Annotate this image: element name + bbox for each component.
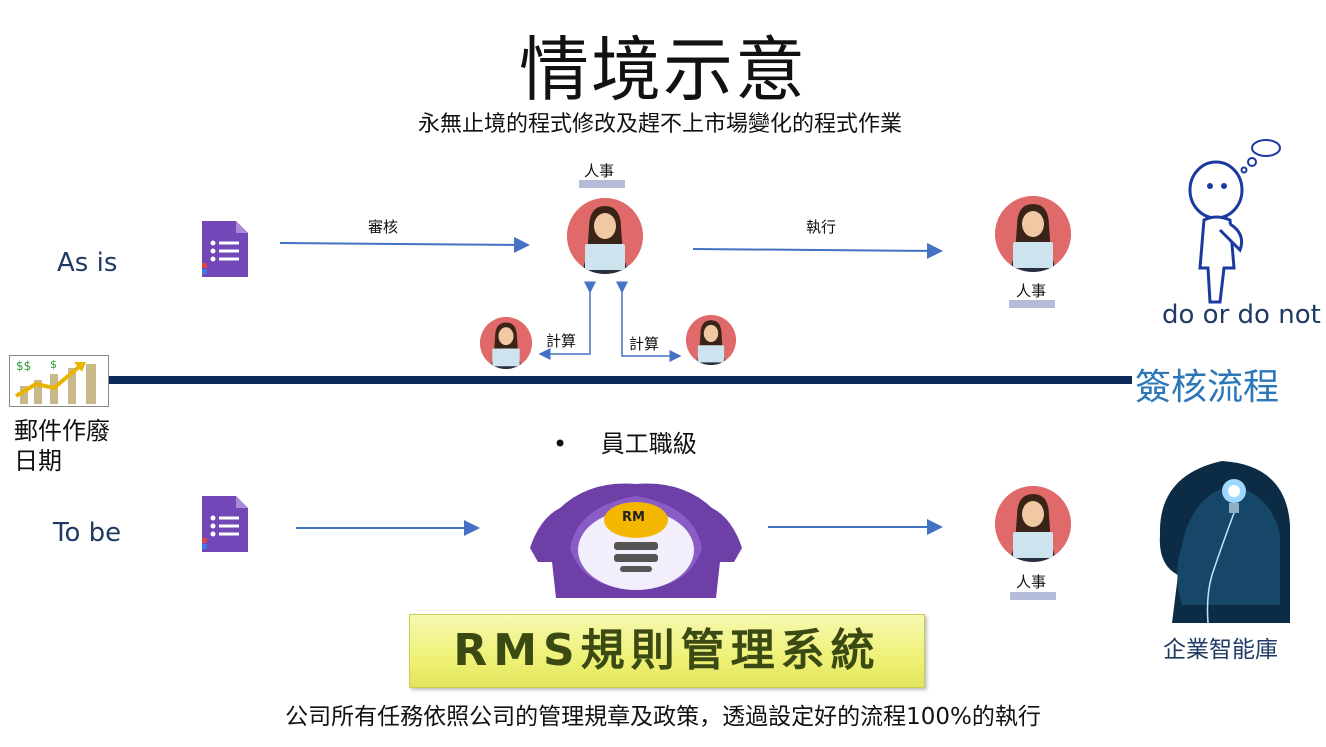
mail-label-line1: 郵件作廢 [14, 417, 110, 445]
top-person-underline [579, 180, 625, 188]
execute-label: 執行 [806, 218, 837, 236]
as-is-label: As is [57, 248, 118, 278]
footer-text: 公司所有任務依照公司的管理規章及政策，透過設定好的流程100%的執行 [285, 704, 1041, 730]
calc-person-left-avatar [480, 317, 532, 369]
arrow-calc-right [616, 281, 682, 362]
approval-flow-line [108, 376, 1132, 384]
rms-title-box: RMS規則管理系統 [409, 614, 925, 688]
rm-brain-icon: RM [530, 478, 742, 598]
arrow-review [279, 236, 530, 253]
arrow-execute [692, 242, 943, 259]
to-be-person-label: 人事 [1016, 573, 1047, 591]
top-person-label: 人事 [584, 162, 615, 180]
thinking-figure-icon [1180, 138, 1290, 306]
knowledge-base-label: 企業智能庫 [1163, 637, 1278, 663]
right-person-underline [1009, 300, 1055, 308]
svg-text:$: $ [50, 358, 57, 371]
calc-right-label: 計算 [629, 335, 660, 353]
thinker-caption: do or do not [1162, 300, 1321, 330]
rms-title: RMS規則管理系統 [453, 625, 881, 676]
arrow-calc-left [538, 281, 596, 360]
mail-label-line2: 日期 [14, 447, 62, 475]
svg-text:$$: $$ [16, 359, 31, 373]
bullet-dot: • [553, 430, 568, 458]
calc-person-right-avatar [686, 315, 736, 365]
bullet-item: • 員工職級 [553, 424, 697, 459]
to-be-person-underline [1010, 592, 1056, 600]
hr-person-avatar-top [567, 198, 643, 274]
calc-left-label: 計算 [546, 332, 577, 350]
bullet-text: 員工職級 [600, 430, 697, 458]
knowledge-head-icon [1152, 455, 1296, 624]
mail-void-date-label: 郵件作廢 日期 [14, 416, 110, 476]
growth-chart-icon: $$ $ [9, 355, 109, 407]
form-icon-as-is [202, 221, 248, 277]
page-title: 情境示意 [519, 29, 807, 111]
hr-person-avatar-right [995, 196, 1071, 272]
approval-flow-label: 簽核流程 [1135, 367, 1280, 408]
rm-label: RM [622, 510, 645, 525]
hr-person-avatar-to-be [995, 486, 1071, 562]
form-icon-to-be [202, 496, 248, 552]
subtitle: 永無止境的程式修改及趕不上市場變化的程式作業 [417, 112, 902, 137]
to-be-label: To be [53, 518, 122, 548]
review-label: 審核 [368, 218, 399, 236]
right-person-label: 人事 [1016, 282, 1047, 300]
